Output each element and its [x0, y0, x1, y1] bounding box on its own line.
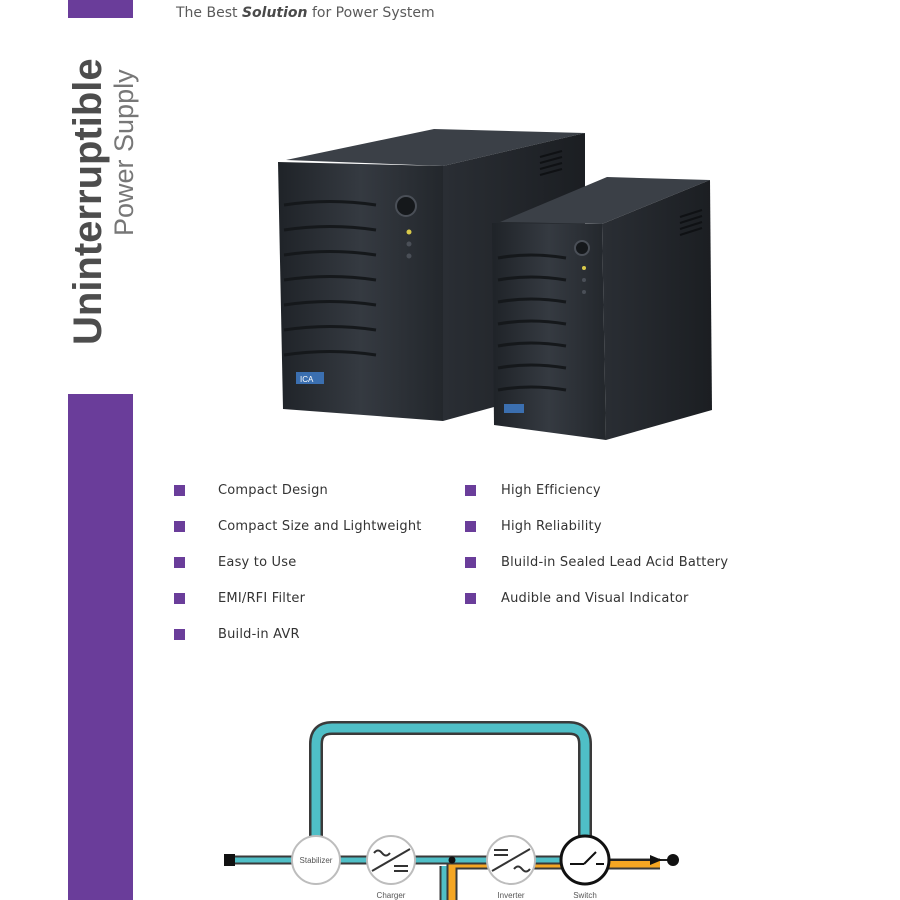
switch-label: Switch — [573, 891, 597, 900]
feature-label: Build-in AVR — [218, 626, 300, 642]
inverter-block: Inverter — [486, 835, 536, 900]
feature-list: Compact Design Compact Size and Lightwei… — [174, 478, 774, 658]
feature-item: Bluild-in Sealed Lead Acid Battery — [465, 550, 728, 574]
power-button-small-icon — [574, 240, 590, 256]
ups-small — [492, 177, 712, 440]
brand-badge-text: ICA — [300, 375, 314, 384]
feature-label: EMI/RFI Filter — [218, 590, 306, 606]
tagline-emphasis: Solution — [241, 5, 308, 21]
bullet-square-icon — [465, 484, 476, 496]
purple-accent-top — [68, 0, 133, 18]
dc-to-ac-icon — [491, 848, 531, 873]
feature-label: High Reliability — [501, 518, 602, 534]
bullet-square-icon — [174, 628, 185, 640]
brand-badge-small — [504, 404, 524, 413]
stabilizer-label: Stabilizer — [300, 856, 333, 865]
feature-label: High Efficiency — [501, 482, 601, 498]
bullet-square-icon — [465, 520, 476, 532]
bullet-square-icon — [465, 556, 476, 568]
feature-item: Easy to Use — [174, 550, 296, 574]
purple-accent-bar — [68, 394, 133, 900]
arrow-right-icon — [650, 855, 662, 865]
bullet-square-icon — [174, 556, 185, 568]
bypass-line — [309, 721, 592, 858]
input-terminal — [224, 854, 235, 866]
feature-item: Compact Size and Lightweight — [174, 514, 422, 538]
feature-label: Easy to Use — [218, 554, 297, 570]
feature-item: Compact Design — [174, 478, 328, 502]
feature-label: Bluild-in Sealed Lead Acid Battery — [501, 554, 729, 570]
tagline-before: The Best — [176, 5, 242, 21]
tagline: The Best Solution for Power System — [176, 5, 435, 25]
feature-label: Compact Size and Lightweight — [218, 518, 422, 534]
bullet-square-icon — [465, 592, 476, 604]
feature-label: Compact Design — [218, 482, 328, 498]
power-button-icon — [395, 195, 417, 217]
output-terminal — [667, 854, 679, 866]
switch-icon — [570, 851, 604, 865]
charger-label: Charger — [377, 891, 406, 900]
feature-item: EMI/RFI Filter — [174, 586, 305, 610]
bullet-square-icon — [174, 592, 185, 604]
ac-to-dc-icon — [371, 848, 411, 872]
feature-label: Audible and Visual Indicator — [501, 590, 689, 606]
inverter-label: Inverter — [497, 891, 524, 900]
bullet-square-icon — [174, 484, 185, 496]
feature-item: Build-in AVR — [174, 622, 300, 646]
feature-item: High Reliability — [465, 514, 602, 538]
feature-item: Audible and Visual Indicator — [465, 586, 689, 610]
switch-block: Switch — [559, 834, 611, 900]
junction-dot — [448, 856, 456, 864]
charger-block: Charger — [366, 835, 416, 900]
tagline-after: for Power System — [307, 5, 435, 21]
brand-badge — [296, 372, 324, 384]
battery-path — [446, 858, 660, 900]
stabilizer-block: Stabilizer — [291, 835, 341, 885]
bullet-square-icon — [174, 520, 185, 532]
feature-item: High Efficiency — [465, 478, 601, 502]
